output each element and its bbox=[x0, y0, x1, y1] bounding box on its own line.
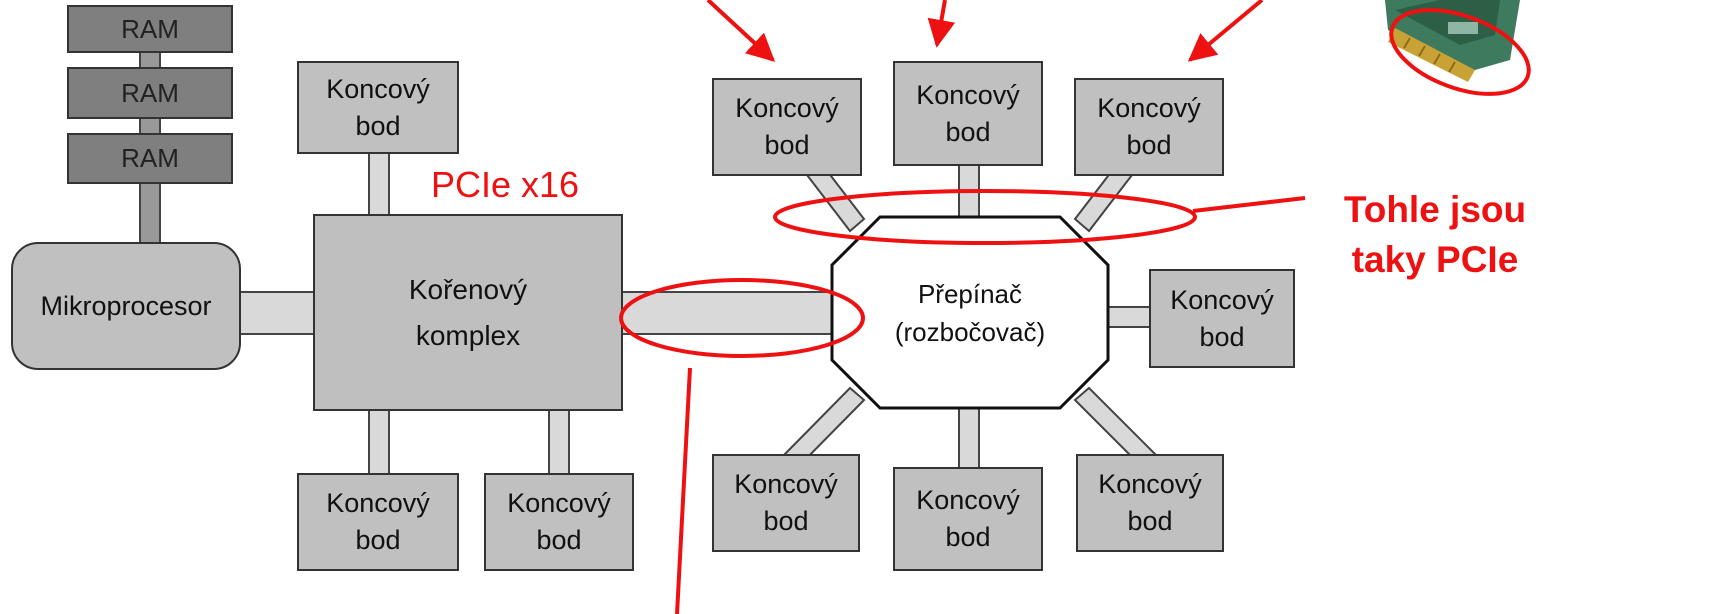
endpoint-switch-right bbox=[1149, 269, 1295, 368]
endpoint-switch-bottom-right bbox=[1076, 454, 1224, 552]
endpoint-switch-bottom-left bbox=[712, 454, 860, 552]
link-switch-right bbox=[1107, 306, 1151, 328]
endpoint-switch-top-right bbox=[1074, 78, 1224, 176]
endpoint-switch-bottom-center bbox=[893, 467, 1043, 571]
endpoint-switch-top-left bbox=[712, 78, 862, 176]
endpoint-root-bottom-left bbox=[297, 473, 459, 571]
link-root-top bbox=[368, 152, 390, 216]
callout-line-root-link bbox=[675, 367, 692, 614]
callout-line-top-links bbox=[1192, 196, 1306, 213]
endpoints bbox=[297, 61, 1295, 571]
endpoint-switch-top-center bbox=[893, 61, 1043, 166]
endpoint-root-bottom-right bbox=[484, 473, 634, 571]
link-ram-cpu bbox=[139, 182, 161, 244]
link-ram-1-2 bbox=[139, 51, 161, 69]
root-complex-box bbox=[313, 214, 623, 411]
endpoint-root-top bbox=[297, 61, 459, 154]
link-root-bottom-left bbox=[368, 409, 390, 475]
link-root-bottom-right bbox=[548, 409, 570, 475]
cpu-box bbox=[11, 242, 241, 370]
link-ram-2-3 bbox=[139, 117, 161, 135]
link-cpu-root bbox=[237, 291, 315, 335]
link-switch-bottom-center bbox=[958, 407, 980, 469]
arrow-center bbox=[927, 0, 956, 48]
ram-module bbox=[67, 133, 233, 184]
pcie-card-icon bbox=[1385, 0, 1531, 96]
annotations bbox=[619, 0, 1306, 614]
arrow-right bbox=[1187, 0, 1264, 62]
link-root-switch bbox=[621, 291, 835, 335]
ram-module bbox=[67, 67, 233, 119]
ram-stack bbox=[67, 5, 233, 184]
ram-module bbox=[67, 5, 233, 53]
highlight-ellipse-top-links bbox=[773, 189, 1197, 245]
arrow-left bbox=[706, 0, 776, 62]
switch-box bbox=[830, 215, 1110, 410]
highlight-ellipse-root-link bbox=[619, 278, 865, 358]
